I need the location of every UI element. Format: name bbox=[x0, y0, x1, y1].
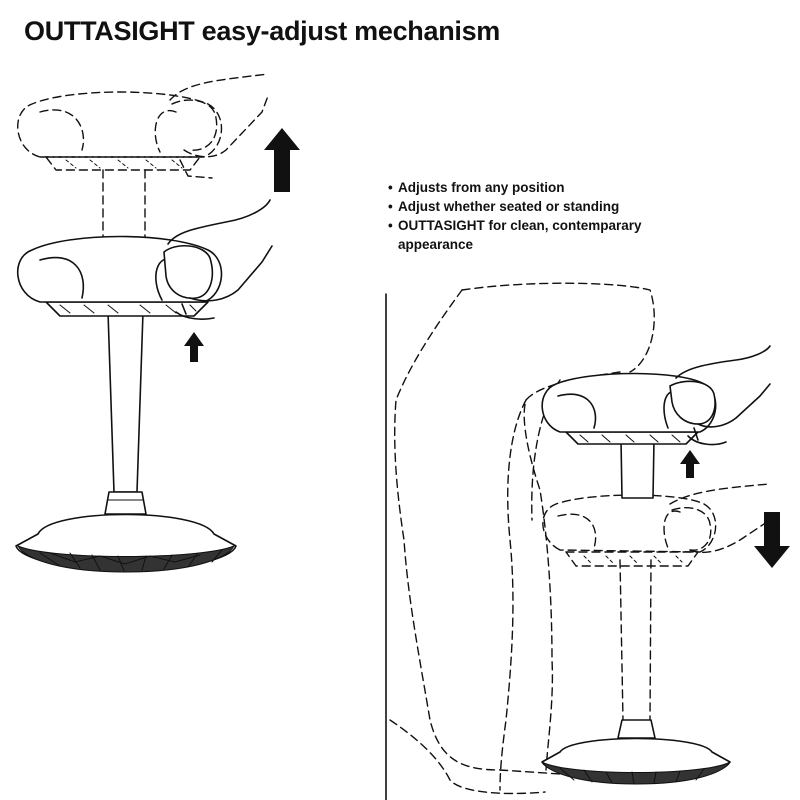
raised-seat-ghost bbox=[17, 91, 223, 241]
page-title: OUTTASIGHT easy-adjust mechanism bbox=[24, 16, 501, 46]
feature-list: Adjusts from any position Adjust whether… bbox=[388, 178, 668, 254]
raised-hand-ghost bbox=[169, 73, 269, 179]
lowered-seat-ghost bbox=[542, 494, 717, 721]
feature-item: Adjust whether seated or standing bbox=[388, 197, 668, 216]
up-arrow-icon bbox=[680, 450, 700, 478]
up-arrow-icon bbox=[264, 128, 300, 192]
raised-stool-right bbox=[541, 372, 731, 785]
lowered-hand bbox=[163, 199, 273, 320]
feature-item: OUTTASIGHT for clean, contemparary appea… bbox=[388, 216, 668, 254]
down-arrow-icon bbox=[754, 512, 790, 568]
feature-item: Adjusts from any position bbox=[388, 178, 668, 197]
up-arrow-icon bbox=[184, 332, 204, 362]
person-silhouette bbox=[389, 282, 655, 795]
raised-hand-right bbox=[669, 345, 771, 446]
lowered-hand-ghost bbox=[669, 483, 771, 554]
